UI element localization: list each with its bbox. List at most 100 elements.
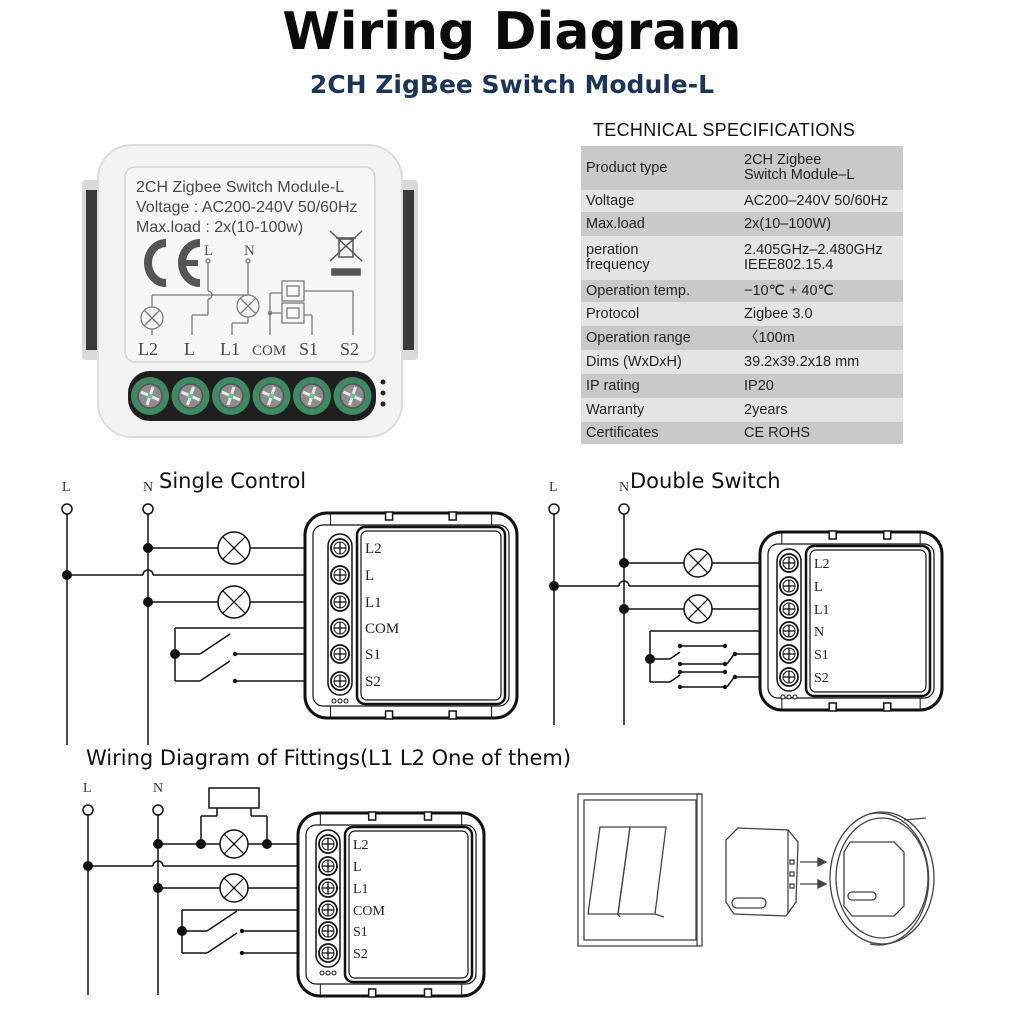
module-clip [828, 702, 837, 712]
terminal-label: S1 [353, 925, 368, 940]
lamp-cross [222, 536, 246, 560]
module-clip [384, 710, 394, 720]
status-led [331, 698, 337, 704]
label-panel [124, 166, 376, 363]
module-clip [367, 811, 377, 821]
module-clip [883, 530, 892, 540]
contact-point [722, 643, 728, 649]
supply-terminal-N [618, 503, 630, 515]
spec-value: −10℃ + 40℃ [734, 280, 903, 302]
spec-row: Dims (WxDxH)39.2x39.2x18 mm [581, 350, 903, 374]
terminal-label: S2 [814, 671, 829, 686]
spec-key: Certificates [581, 422, 734, 444]
spec-value: AC200–240V 50/60Hz [734, 190, 903, 212]
module-clip [828, 530, 837, 540]
fittings-title: Wiring Diagram of Fittings(L1 L2 One of … [86, 746, 572, 770]
terminal-label: COM [365, 621, 399, 637]
terminal-label: L [184, 339, 195, 359]
spec-row: Operation temp.−10℃ + 40℃ [581, 280, 903, 302]
contact-point [732, 651, 738, 657]
terminal-label: N [814, 625, 824, 640]
wire-hop [618, 580, 630, 587]
specs-title: TECHNICAL SPECIFICATIONS [593, 120, 856, 140]
status-led [325, 970, 331, 976]
status-led [786, 694, 792, 700]
module-clip [883, 702, 892, 712]
fitting-capacitor-icon [208, 787, 260, 809]
switch-lever [199, 660, 231, 682]
lamp-cross [223, 833, 245, 855]
supply-terminal-L [61, 503, 73, 515]
terminal-label: L [365, 568, 374, 584]
label-line-3: Max.load : 2x(10-100w) [136, 219, 303, 236]
spec-key: Warranty [581, 398, 734, 422]
terminal-strip [327, 533, 353, 696]
contact-point [722, 661, 728, 667]
screw-center [309, 393, 315, 399]
status-led [337, 698, 343, 704]
label-line-1: 2CH Zigbee Switch Module-L [136, 179, 344, 196]
screw-center [188, 393, 193, 399]
weee-bin-icon [329, 230, 363, 276]
arrow-right-icon [800, 856, 828, 890]
lamp-cross [222, 590, 246, 614]
supply-label-L: L [62, 480, 71, 495]
spec-value: Zigbee 3.0 [734, 302, 903, 326]
module-clip [448, 710, 457, 720]
switch-lever [206, 932, 238, 954]
wall-switch-icon [577, 793, 703, 947]
spec-key: peration frequency [581, 236, 734, 280]
contact-point [722, 684, 728, 690]
terminal-label: COM [252, 343, 286, 359]
supply-label-N: N [143, 480, 153, 495]
label-line-2: Voltage : AC200-240V 50/60Hz [136, 199, 358, 216]
installation-illustration [577, 793, 935, 947]
spec-value: 2CH Zigbee Switch Module–L [734, 146, 903, 190]
status-led [331, 970, 337, 976]
supply-label-L: L [83, 781, 92, 796]
page-title: Wiring Diagram [282, 2, 742, 62]
switch-lever [199, 633, 231, 655]
terminal-label: S1 [299, 339, 318, 359]
wall-box-icon [829, 811, 935, 946]
label-schematic: L N [140, 243, 354, 335]
terminal-label: L [353, 860, 362, 875]
wire-hop [142, 569, 154, 576]
terminal-label: S1 [365, 647, 381, 663]
module-icon [725, 827, 799, 917]
switch-lever [206, 910, 238, 932]
terminal-label: S1 [814, 648, 829, 663]
terminal-label: COM [353, 904, 385, 919]
spec-value: 39.2x39.2x18 mm [734, 350, 903, 374]
terminal-label: L2 [353, 838, 369, 853]
spec-key: Max.load [581, 212, 734, 236]
spec-row: Operation range〈100m [581, 326, 903, 350]
spec-value: 2.405GHz–2.480GHz IEEE802.15.4 [734, 236, 903, 280]
wire-hop [152, 860, 164, 867]
screw-center [350, 393, 355, 399]
contact-point [722, 669, 728, 675]
single-control-title: Single Control [159, 469, 307, 493]
product-photo: 2CH Zigbee Switch Module-L Voltage : AC2… [82, 144, 418, 438]
spec-key: Voltage [581, 190, 734, 212]
lamp-cross [687, 598, 709, 620]
status-led [792, 694, 798, 700]
status-led [780, 694, 786, 700]
screw-terminals [131, 377, 372, 415]
spec-key: Protocol [581, 302, 734, 326]
screw-center [147, 393, 153, 399]
spec-key: IP rating [581, 374, 734, 398]
schematic-label-L: L [204, 243, 213, 259]
lamp-cross [687, 552, 709, 574]
lamp-cross [223, 877, 245, 899]
module-clip [448, 511, 457, 521]
module-clip [367, 988, 377, 998]
